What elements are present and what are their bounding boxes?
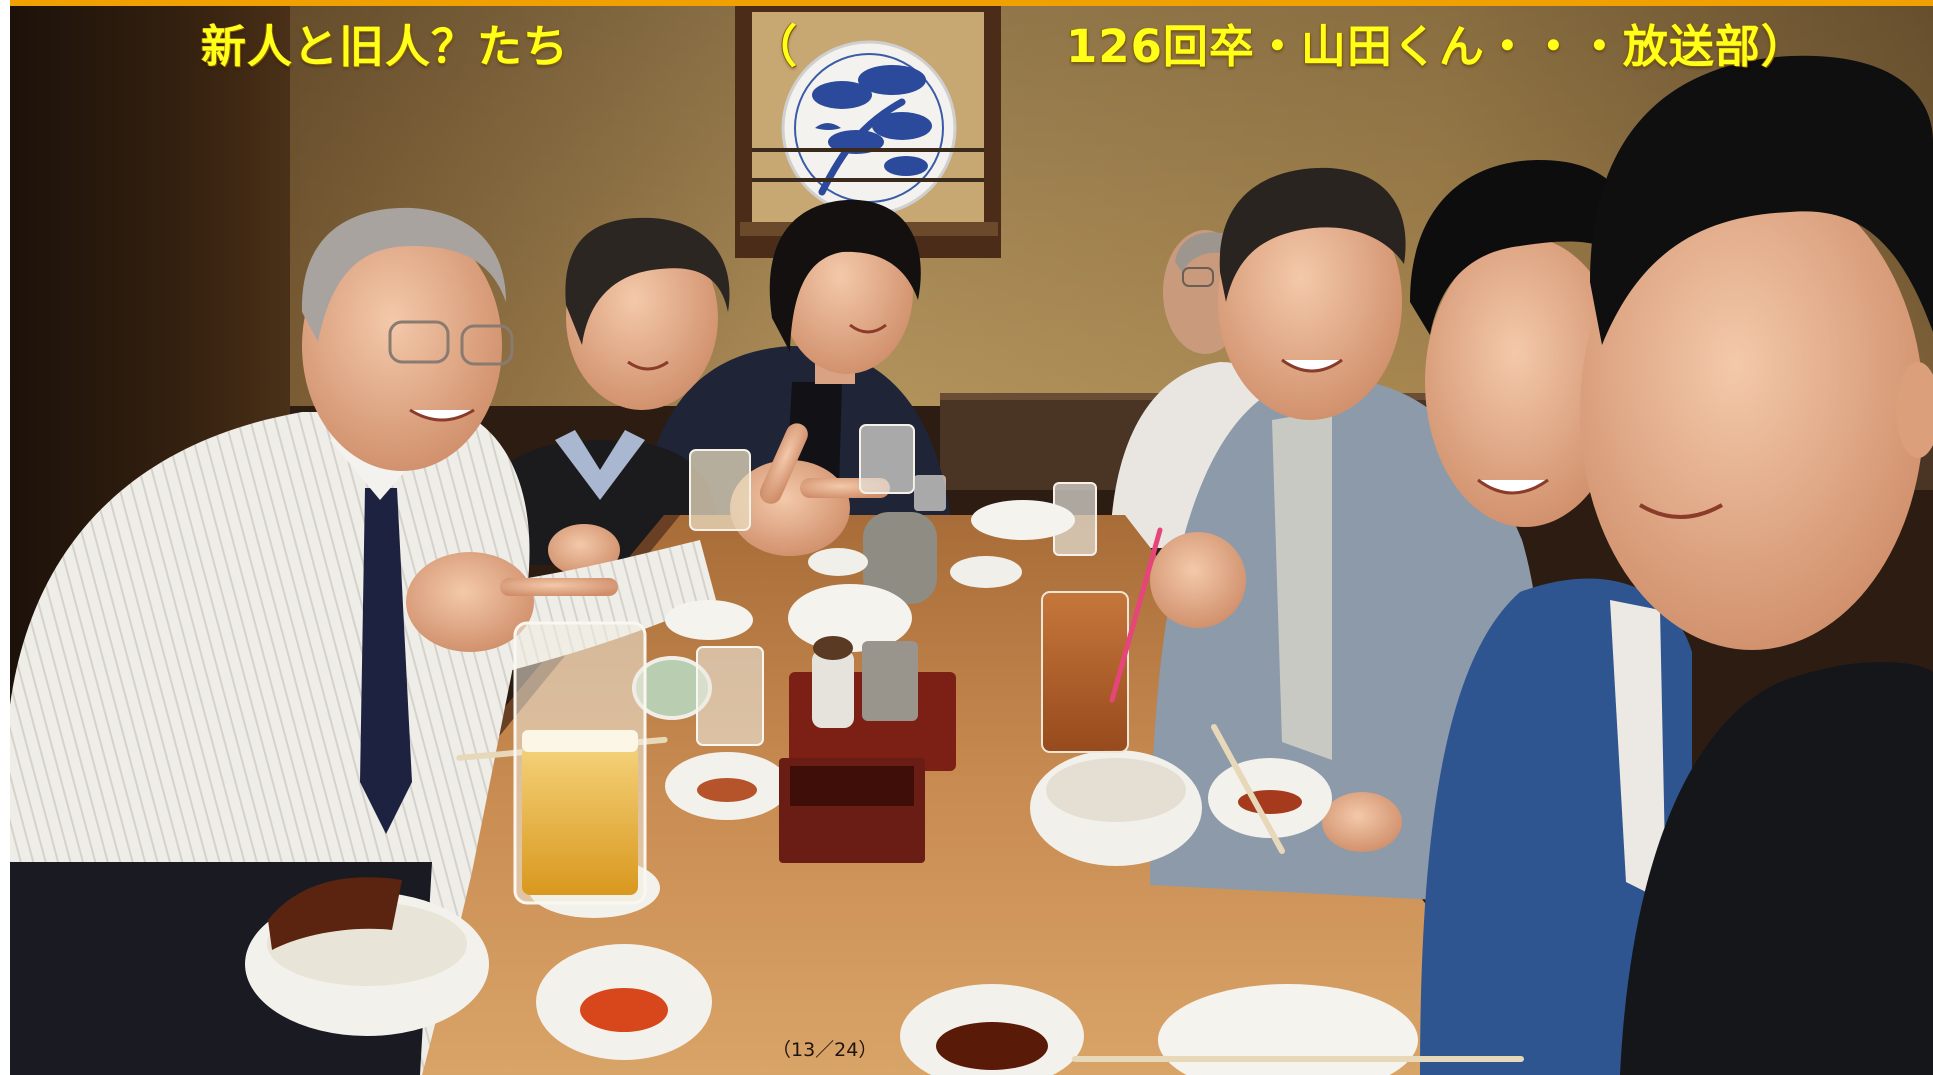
left-man-smile bbox=[409, 408, 475, 422]
woman-smile bbox=[849, 323, 887, 334]
right-man-suit bbox=[1620, 662, 1933, 1075]
beer-glass-back bbox=[859, 424, 915, 494]
vest-man-hair bbox=[565, 217, 730, 345]
right-man-hair bbox=[1590, 55, 1933, 345]
left-man-glasses-lens bbox=[460, 324, 514, 366]
left-man-finger bbox=[500, 578, 618, 596]
dark-dish-edge bbox=[268, 877, 402, 950]
plate-pine-leaf bbox=[884, 156, 928, 176]
plate-pine-leaf bbox=[872, 112, 932, 140]
young-man-face bbox=[1425, 237, 1625, 527]
left-man-hand bbox=[406, 552, 534, 652]
caption-open-paren: （ bbox=[752, 20, 799, 73]
vest-man-collar bbox=[555, 430, 645, 500]
right-man-ear bbox=[1896, 362, 1933, 458]
soy-dish-sauce bbox=[936, 1022, 1048, 1070]
soy-sauce-cap bbox=[813, 636, 853, 660]
beer bbox=[522, 745, 638, 895]
young-man-shirt bbox=[1610, 600, 1666, 902]
glass-back bbox=[914, 475, 946, 511]
empty-plate bbox=[1158, 984, 1418, 1075]
pointing-finger bbox=[759, 423, 808, 504]
caption-detail: 126回卒・山田くん・・・放送部） bbox=[1066, 20, 1807, 73]
grey-man-smile bbox=[1281, 358, 1343, 373]
left-man-hair bbox=[301, 207, 506, 342]
grey-man-hand bbox=[1150, 532, 1246, 628]
pink-straw bbox=[1109, 527, 1163, 703]
rice-bowl-inner bbox=[1046, 758, 1186, 822]
beer-glass-back bbox=[689, 449, 751, 531]
back-man-glasses bbox=[1182, 267, 1214, 287]
silver-cup bbox=[862, 641, 918, 721]
plate-pine-leaf bbox=[812, 81, 872, 109]
sake-jug bbox=[863, 512, 937, 604]
plate-stand-rod bbox=[752, 178, 984, 182]
grey-man-hair bbox=[1219, 167, 1406, 302]
plate-bird bbox=[815, 123, 841, 130]
water-glass bbox=[696, 646, 764, 746]
white-plate bbox=[788, 584, 912, 652]
caption-title: 新人と旧人？たち bbox=[201, 20, 570, 73]
chopsticks bbox=[1072, 1056, 1524, 1062]
grey-man-hand bbox=[1322, 792, 1402, 852]
plate-pine-leaf bbox=[858, 65, 926, 95]
left-man-tie bbox=[360, 488, 412, 834]
young-man-smile bbox=[1477, 478, 1549, 495]
plate-stand-rod bbox=[752, 148, 984, 152]
left-man-glasses-lens bbox=[388, 320, 450, 364]
vest-man-smile bbox=[627, 360, 669, 371]
plate-with-food bbox=[971, 500, 1075, 540]
right-man-face bbox=[1580, 174, 1924, 650]
grey-man-shirt bbox=[1272, 410, 1332, 760]
soy-dish-sauce bbox=[580, 988, 668, 1032]
woman-hair bbox=[769, 199, 921, 352]
white-dish bbox=[665, 600, 753, 640]
iced-tea-glass bbox=[1041, 591, 1129, 753]
soy-sauce-bottle bbox=[812, 650, 854, 728]
dish-sauce bbox=[697, 778, 757, 802]
young-man-hair bbox=[1410, 160, 1634, 335]
beer-foam bbox=[522, 730, 638, 752]
chopsticks bbox=[1211, 724, 1285, 854]
top-border bbox=[10, 0, 1933, 6]
vest-man-hand bbox=[548, 524, 620, 576]
red-box-opening bbox=[790, 766, 914, 806]
small-bowl bbox=[950, 556, 1022, 588]
right-man-smile bbox=[1638, 503, 1723, 519]
small-bowl bbox=[808, 548, 868, 576]
left-man-face bbox=[302, 221, 502, 471]
left-margin bbox=[0, 0, 10, 1075]
page-counter: （13／24） bbox=[772, 1039, 878, 1061]
